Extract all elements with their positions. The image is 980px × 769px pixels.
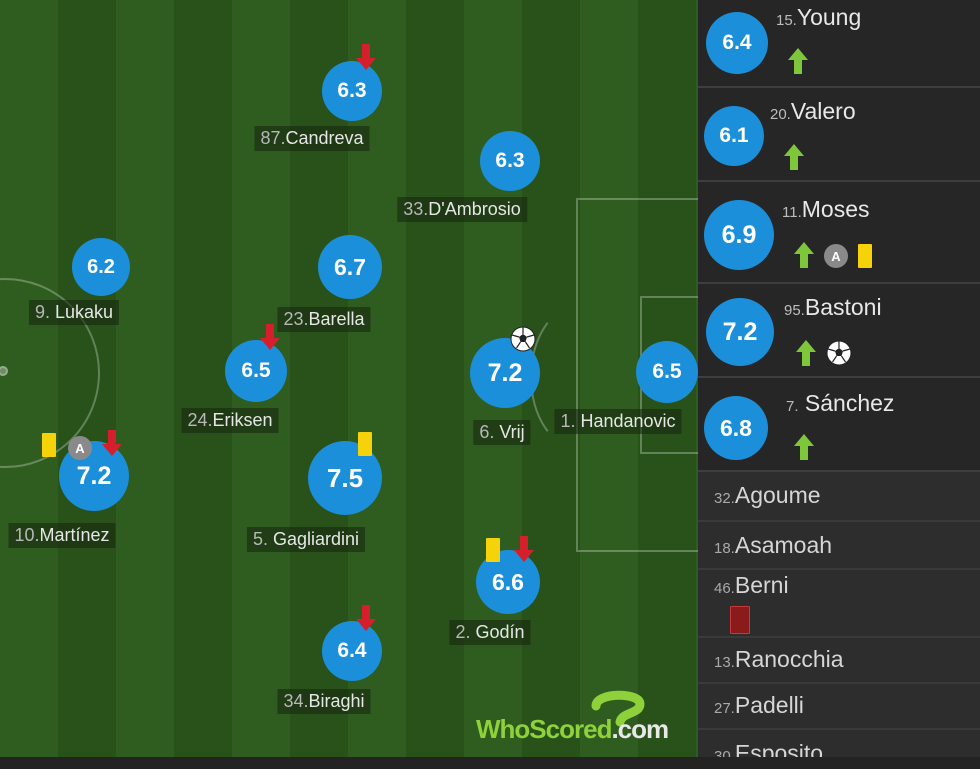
rating-bubble: 6.3 xyxy=(322,61,382,121)
logo-question-mark-icon xyxy=(591,690,645,727)
player-label: 1. Handanovic xyxy=(554,409,682,434)
sub-on-arrow-icon xyxy=(784,144,804,170)
rating-bubble: 6.4 xyxy=(322,621,382,681)
bench-row-ranocchia[interactable]: 13.Ranocchia xyxy=(698,638,980,684)
sub-on-arrow-icon xyxy=(796,340,816,366)
whoscored-logo[interactable]: WhoScored.com xyxy=(476,688,688,750)
substitute-row-moses[interactable]: 6.9 11.Moses A xyxy=(698,182,980,284)
red-card-icon xyxy=(730,606,750,634)
yellow-card-icon xyxy=(858,244,872,268)
rating-bubble: 6.7 xyxy=(318,235,382,299)
center-spot xyxy=(0,366,8,376)
player-label: 5. Gagliardini xyxy=(246,527,366,552)
logo-text: WhoScored.com xyxy=(476,714,669,744)
player-label: 34.Biraghi xyxy=(277,689,371,714)
bench-row-esposito[interactable]: 30.Esposito xyxy=(698,730,980,757)
substitute-label: 15.Young xyxy=(776,4,862,30)
bottom-strip xyxy=(0,757,980,769)
bench-player-label: 30.Esposito xyxy=(714,740,824,757)
bench-player-label: 46.Berni xyxy=(714,572,789,598)
captain-badge: A xyxy=(824,244,848,268)
bench-row-agoume[interactable]: 32.Agoume xyxy=(698,472,980,522)
rating-bubble: 6.3 xyxy=(480,131,540,191)
rating-bubble: 6.8 xyxy=(704,396,768,460)
sub-on-arrow-icon xyxy=(794,434,814,460)
yellow-card-icon xyxy=(358,432,372,456)
rating-bubble: 6.5 xyxy=(225,340,287,402)
goal-ball-icon xyxy=(510,326,536,352)
bench-player-label: 32.Agoume xyxy=(714,482,821,508)
substitute-label: 7. Sánchez xyxy=(786,390,895,416)
sub-on-arrow-icon xyxy=(794,242,814,268)
substitute-row-bastoni[interactable]: 7.2 95.Bastoni xyxy=(698,284,980,378)
player-label: 10.Martínez xyxy=(8,523,116,548)
substitute-label: 95.Bastoni xyxy=(784,294,882,320)
substitute-row-sanchez[interactable]: 6.8 7. Sánchez xyxy=(698,378,980,472)
sub-off-arrow-icon xyxy=(260,324,280,350)
rating-bubble: 6.9 xyxy=(704,200,774,270)
substitute-label: 11.Moses xyxy=(782,196,870,222)
captain-badge: A xyxy=(68,436,92,460)
player-label: 24.Eriksen xyxy=(181,408,279,433)
bench-player-label: 27.Padelli xyxy=(714,692,804,718)
rating-bubble: 6.4 xyxy=(706,12,768,74)
player-label: 23.Barella xyxy=(277,307,371,332)
bench-player-label: 18.Asamoah xyxy=(714,532,833,558)
sub-on-arrow-icon xyxy=(788,48,808,74)
sub-off-arrow-icon xyxy=(102,430,122,456)
player-label: 6. Vrij xyxy=(473,420,531,445)
sub-off-arrow-icon xyxy=(356,605,376,631)
player-label: 9. Lukaku xyxy=(28,300,120,325)
pitch: 6.3 87.Candreva 6.3 33.D'Ambrosio 6.2 9.… xyxy=(0,0,698,757)
rating-bubble: 7.2 xyxy=(706,298,774,366)
yellow-card-icon xyxy=(42,433,56,457)
player-label: 87.Candreva xyxy=(254,126,370,151)
rating-bubble: 6.1 xyxy=(704,106,764,166)
bench-player-label: 13.Ranocchia xyxy=(714,646,844,672)
rating-bubble: 6.5 xyxy=(636,341,698,403)
bench-row-asamoah[interactable]: 18.Asamoah xyxy=(698,522,980,570)
rating-bubble: 6.2 xyxy=(72,238,130,296)
substitute-label: 20.Valero xyxy=(770,98,856,124)
sub-off-arrow-icon xyxy=(514,536,534,562)
player-label: 33.D'Ambrosio xyxy=(397,197,527,222)
goal-ball-icon xyxy=(826,340,852,366)
player-label: 2. Godín xyxy=(449,620,531,645)
bench-row-berni[interactable]: 46.Berni xyxy=(698,570,980,638)
substitute-row-valero[interactable]: 6.1 20.Valero xyxy=(698,88,980,182)
sub-off-arrow-icon xyxy=(356,44,376,70)
yellow-card-icon xyxy=(486,538,500,562)
bench-row-padelli[interactable]: 27.Padelli xyxy=(698,684,980,730)
substitutes-panel: 6.4 15.Young 6.1 20.Valero 6.9 11.Moses … xyxy=(698,0,980,757)
substitute-row-young[interactable]: 6.4 15.Young xyxy=(698,0,980,88)
